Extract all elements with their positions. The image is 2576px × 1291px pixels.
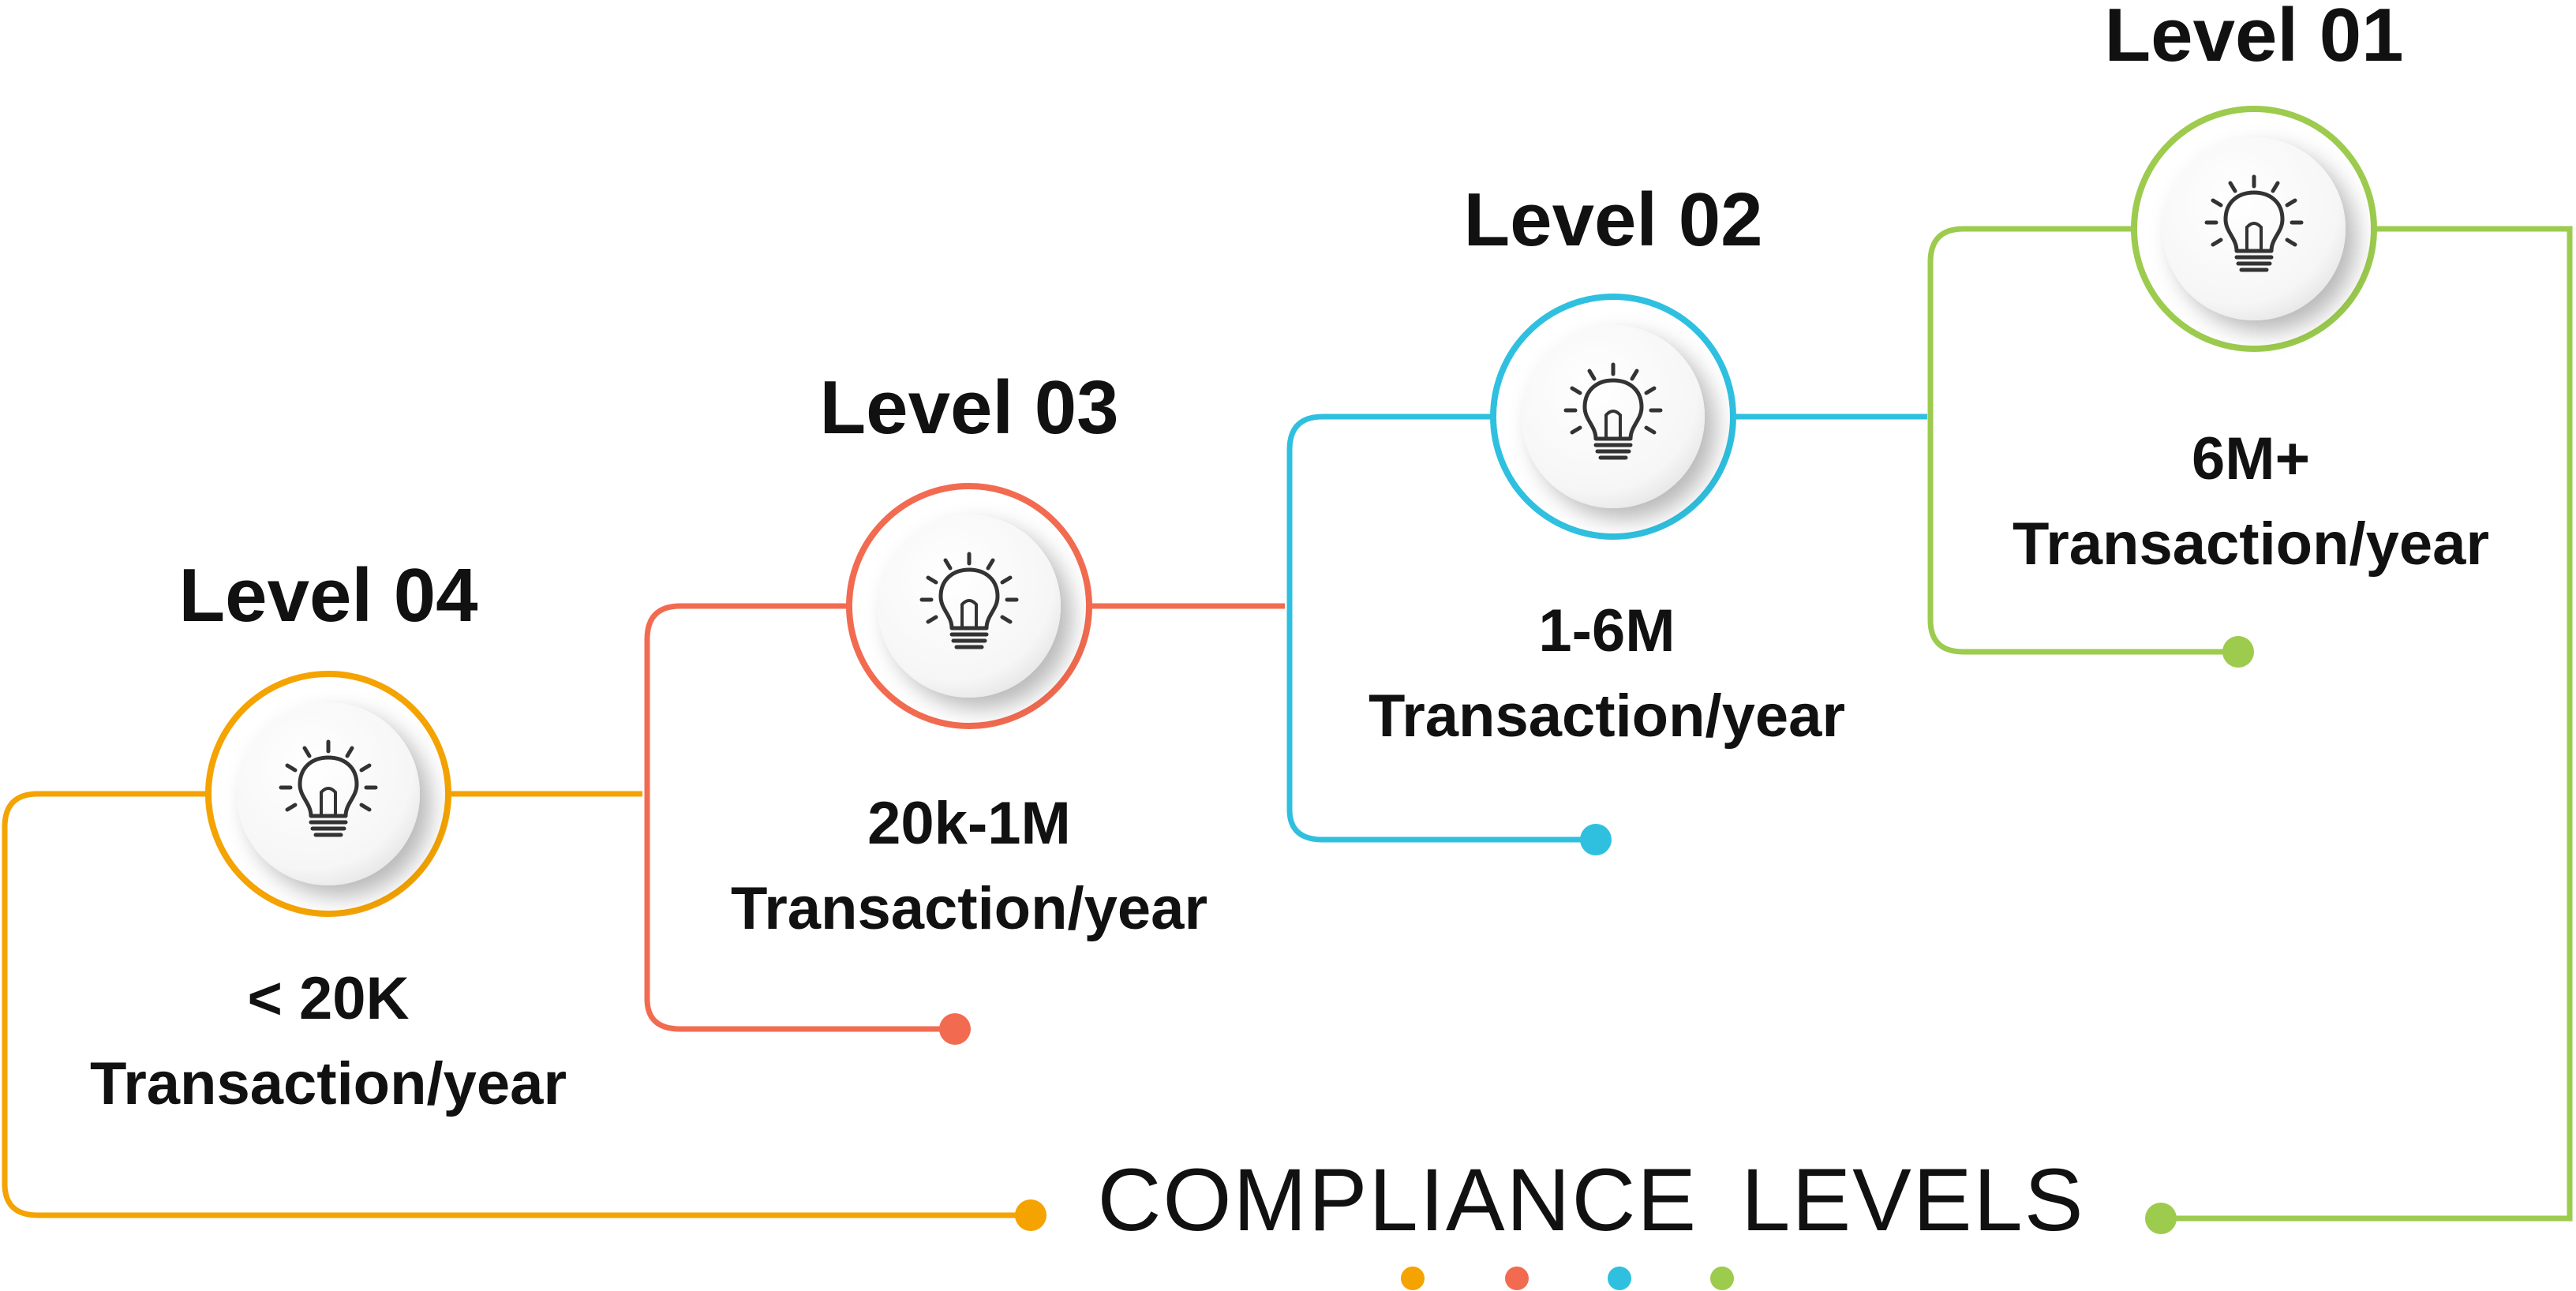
level-node-4 [205,671,451,917]
level-03-value: 20k-1M Transaction/year [731,781,1208,952]
level-02-value: 1-6M Transaction/year [1368,589,1845,759]
level-01-title: Level 01 [2104,0,2404,77]
level-04-amount: < 20K [247,965,410,1032]
level-04-unit: Transaction/year [89,1050,567,1117]
level-04-title: Level 04 [178,553,478,638]
level-04-endpoint-dot [1015,1199,1046,1231]
level-01-unit: Transaction/year [2012,511,2490,578]
level-03-endpoint-dot [939,1013,971,1045]
legend-dot-3 [1608,1267,1631,1290]
level-02-title: Level 02 [1463,178,1763,262]
level-04-outer-connector [2,791,1031,1218]
level-03-unit: Transaction/year [730,875,1208,942]
legend-dot-2 [1505,1267,1529,1290]
level-03-title: Level 03 [819,365,1119,450]
level-node-2 [1490,294,1736,540]
level-01-outer-connector [2161,226,2573,1222]
level-01-value: 6M+ Transaction/year [2012,417,2489,587]
level-node-3 [846,483,1092,729]
level-01-amount: 6M+ [2192,425,2310,492]
level-03-loop-connector [644,603,955,1032]
level-node-1 [2131,106,2377,352]
level-02-loop-connector [1286,413,1596,843]
level-02-amount: 1-6M [1538,597,1676,664]
level-01-loop-connector [1927,226,2238,655]
diagram-title: COMPLIANCE LEVELS [1097,1151,2085,1249]
level-02-unit: Transaction/year [1368,683,1846,750]
level-03-amount: 20k-1M [867,790,1071,857]
level-01-title-dot [2145,1203,2177,1234]
legend-dot-4 [1710,1267,1734,1290]
legend-dot-1 [1401,1267,1425,1290]
level-01-endpoint-dot [2222,636,2254,668]
level-04-value: < 20K Transaction/year [90,956,567,1127]
level-02-endpoint-dot [1580,824,1612,855]
